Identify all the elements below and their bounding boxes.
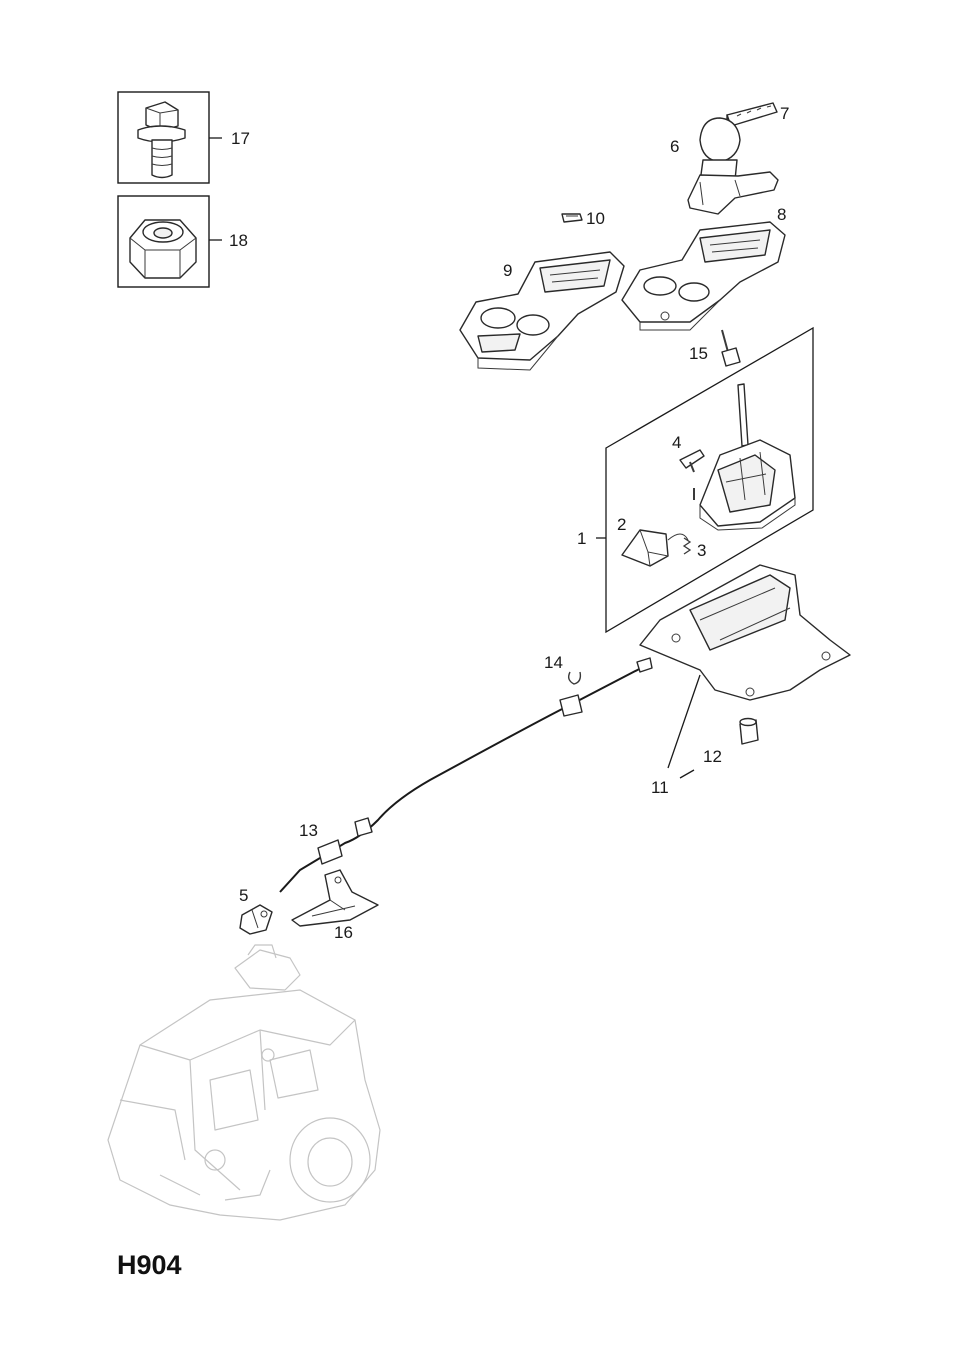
part-3-spring: 3 — [682, 537, 706, 560]
callout-13: 13 — [299, 821, 318, 840]
part-14-retaining-clip: 14 — [544, 653, 582, 685]
part-17-bolt-box: 17 — [117, 91, 250, 184]
callout-6: 6 — [670, 137, 679, 156]
part-9-console-left: 9 — [459, 251, 625, 371]
transmission-ghost-drawing — [107, 944, 381, 1221]
part-6-gear-knob: 6 — [670, 117, 779, 215]
callout-9: 9 — [503, 261, 512, 280]
part-12-bushing: 12 — [703, 717, 759, 766]
nut-icon — [129, 219, 197, 279]
callout-5: 5 — [239, 886, 248, 905]
callout-7: 7 — [780, 104, 789, 123]
callout-4: 4 — [672, 433, 681, 452]
part-8-console-right: 8 — [621, 205, 786, 331]
callout-10: 10 — [586, 209, 605, 228]
callout-18: 18 — [229, 231, 248, 250]
part-16-bracket: 16 — [291, 869, 379, 942]
callout-1: 1 — [577, 529, 586, 548]
assembly-1-frame: 1 — [577, 326, 814, 634]
diagram-code: H904 — [117, 1250, 182, 1280]
part-11-base-housing: 11 — [639, 564, 851, 797]
callout-15: 15 — [689, 344, 708, 363]
callout-14: 14 — [544, 653, 563, 672]
callout-11: 11 — [651, 778, 669, 797]
part-5-cable-end: 5 — [239, 886, 273, 935]
part-10-clip: 10 — [561, 209, 605, 228]
bolt-icon — [137, 101, 186, 179]
callout-2: 2 — [617, 515, 626, 534]
shifter-mechanism — [699, 383, 796, 531]
callout-17: 17 — [231, 129, 250, 148]
part-13-shift-cable: 13 — [279, 657, 653, 893]
callout-12: 12 — [703, 747, 722, 766]
part-18-nut-box: 18 — [117, 195, 248, 288]
part-4-lever: 4 — [672, 433, 705, 500]
callout-8: 8 — [777, 205, 786, 224]
callout-16: 16 — [334, 923, 353, 942]
part-2-solenoid: 2 — [617, 515, 689, 567]
part-15-screw: 15 — [689, 329, 741, 367]
callout-3: 3 — [697, 541, 706, 560]
